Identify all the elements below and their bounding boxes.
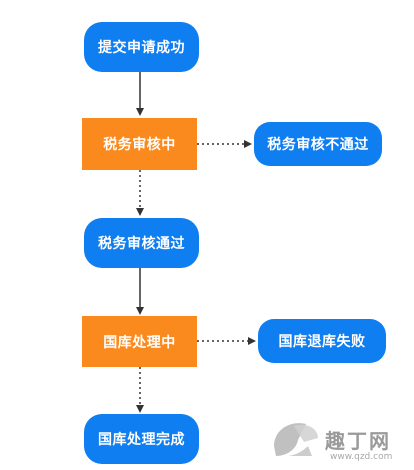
node-tax-review: 税务审核中 [82,118,197,170]
node-treasury-processing: 国库处理中 [82,316,197,367]
node-treasury-done-label: 国库处理完成 [98,432,185,448]
node-submit-success-label: 提交申请成功 [98,40,185,56]
node-treasury-done: 国库处理完成 [84,414,199,464]
node-tax-review-label: 税务审核中 [103,137,176,153]
node-tax-review-passed: 税务审核通过 [84,218,199,268]
watermark-logo-icon [274,423,318,456]
watermark-url: www.qzd.com [330,452,393,462]
node-treasury-refund-failed: 国库退库失败 [258,319,386,363]
watermark-text: 趣丁网 [325,429,391,453]
node-tax-review-failed: 税务审核不通过 [254,122,382,166]
node-treasury-processing-label: 国库处理中 [103,334,176,351]
node-treasury-refund-failed-label: 国库退库失败 [278,334,366,350]
node-tax-review-failed-label: 税务审核不通过 [267,137,369,153]
node-submit-success: 提交申请成功 [84,22,199,72]
node-tax-review-passed-label: 税务审核通过 [98,236,185,252]
